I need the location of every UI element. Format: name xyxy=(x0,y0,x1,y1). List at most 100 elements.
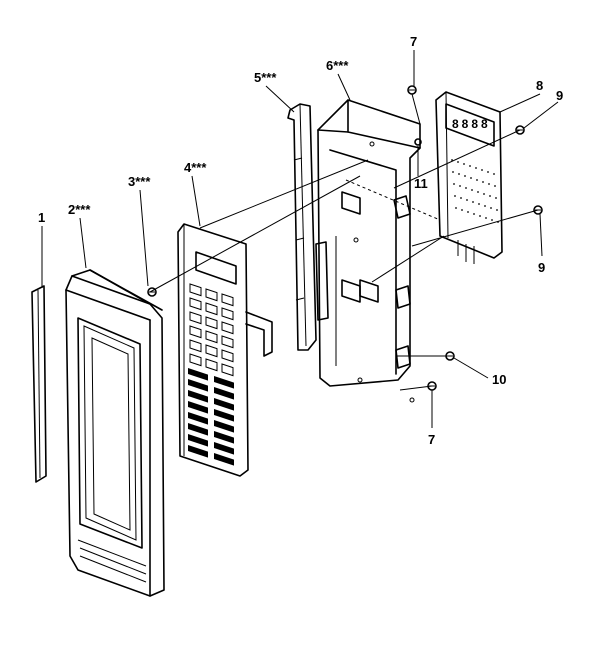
part-2-door-frame xyxy=(65,269,165,597)
pcb-solder-dot xyxy=(489,195,491,197)
part-4-keypad-membrane xyxy=(177,223,273,477)
pcb-solder-dot xyxy=(477,191,479,193)
pcb-solder-dot xyxy=(491,219,493,221)
pcb-solder-dot xyxy=(493,173,495,175)
pcb-solder-dot xyxy=(465,187,467,189)
keypad-key xyxy=(214,431,234,444)
keypad-key xyxy=(214,442,234,455)
pcb-solder-dot xyxy=(483,193,485,195)
callout-leaders xyxy=(41,50,559,428)
callout-2: 2*** xyxy=(68,202,91,217)
pcb-solder-dot xyxy=(470,177,472,179)
keypad-key xyxy=(189,325,202,339)
keypad-key xyxy=(188,368,208,381)
keypad-keys xyxy=(188,283,234,466)
keypad-key xyxy=(189,297,202,311)
keypad-key xyxy=(188,390,208,403)
pcb-solder-dot xyxy=(495,197,497,199)
callout-7-top: 7 xyxy=(410,34,417,49)
callout-11: 11 xyxy=(414,176,428,191)
keypad-key xyxy=(189,339,202,353)
callout-10: 10 xyxy=(492,372,506,387)
pcb-solder-dot xyxy=(451,159,453,161)
pcb-display-digits: 8888 xyxy=(452,117,491,131)
keypad-key xyxy=(205,288,218,302)
keypad-key xyxy=(221,335,234,349)
pcb-solder-dot xyxy=(488,183,490,185)
pcb-solder-dot xyxy=(471,189,473,191)
pcb-solder-dot xyxy=(481,169,483,171)
keypad-key xyxy=(188,423,208,436)
pcb-solder-dot xyxy=(472,201,474,203)
screw-7-top xyxy=(407,85,417,95)
keypad-key xyxy=(221,307,234,321)
pcb-solder-dot xyxy=(496,209,498,211)
keypad-key xyxy=(188,379,208,392)
pcb-solder-dot xyxy=(476,179,478,181)
pcb-solder-dot xyxy=(455,207,457,209)
keypad-key xyxy=(205,358,218,372)
part-8-pc-board: 8888 xyxy=(435,91,503,264)
pcb-solder-dot xyxy=(458,173,460,175)
callout-3: 3*** xyxy=(128,174,151,189)
pcb-solder-dot xyxy=(485,217,487,219)
pcb-solder-dot xyxy=(479,215,481,217)
pcb-solder-dot xyxy=(473,213,475,215)
callout-4: 4*** xyxy=(184,160,207,175)
callout-9-lower: 9 xyxy=(538,260,545,275)
keypad-key xyxy=(221,293,234,307)
bushing-11 xyxy=(414,138,422,146)
keypad-key xyxy=(189,311,202,325)
keypad-key xyxy=(221,321,234,335)
assembly-lines xyxy=(149,93,539,391)
pcb-solder-dot xyxy=(467,211,469,213)
pcb-solder-dot xyxy=(461,209,463,211)
pcb-solder-dot xyxy=(453,183,455,185)
keypad-key xyxy=(214,398,234,411)
keypad-key xyxy=(189,353,202,367)
callout-9-top: 9 xyxy=(556,88,563,103)
pcb-solder-dot xyxy=(487,171,489,173)
keypad-key xyxy=(188,445,208,458)
pcb-solder-dot xyxy=(457,161,459,163)
pcb-solder-dot xyxy=(460,197,462,199)
keypad-key xyxy=(214,409,234,422)
keypad-key xyxy=(188,401,208,414)
keypad-key xyxy=(214,376,234,389)
part-5-bracket xyxy=(287,103,317,351)
pcb-solder-dot xyxy=(464,175,466,177)
keypad-key xyxy=(205,344,218,358)
pcb-solder-dot xyxy=(475,167,477,169)
pcb-solder-dot xyxy=(482,181,484,183)
callout-1: 1 xyxy=(38,210,45,225)
keypad-key xyxy=(214,420,234,433)
pcb-solder-dot xyxy=(452,171,454,173)
pcb-solder-dot xyxy=(459,185,461,187)
keypad-key xyxy=(188,434,208,447)
callout-6: 6*** xyxy=(326,58,349,73)
pcb-solder-dot xyxy=(454,195,456,197)
pcb-components xyxy=(451,159,499,223)
callout-8: 8 xyxy=(536,78,543,93)
keypad-key xyxy=(214,453,234,466)
pcb-solder-dot xyxy=(469,165,471,167)
pcb-solder-dot xyxy=(463,163,465,165)
keypad-key xyxy=(188,412,208,425)
callout-5: 5*** xyxy=(254,70,277,85)
pcb-solder-dot xyxy=(484,205,486,207)
pcb-solder-dot xyxy=(490,207,492,209)
pcb-solder-dot xyxy=(494,185,496,187)
part-6-control-chassis xyxy=(315,99,421,403)
pcb-solder-dot xyxy=(478,203,480,205)
keypad-key xyxy=(205,316,218,330)
keypad-key xyxy=(205,302,218,316)
keypad-key xyxy=(189,283,202,297)
keypad-key xyxy=(221,349,234,363)
pcb-solder-dot xyxy=(466,199,468,201)
callout-labels: 1 2*** 3*** 4*** 5*** 6*** 7 8 9 9 10 7 … xyxy=(38,34,563,447)
keypad-key xyxy=(214,387,234,400)
keypad-key xyxy=(205,330,218,344)
callout-7-bottom: 7 xyxy=(428,432,435,447)
keypad-key xyxy=(221,363,234,377)
